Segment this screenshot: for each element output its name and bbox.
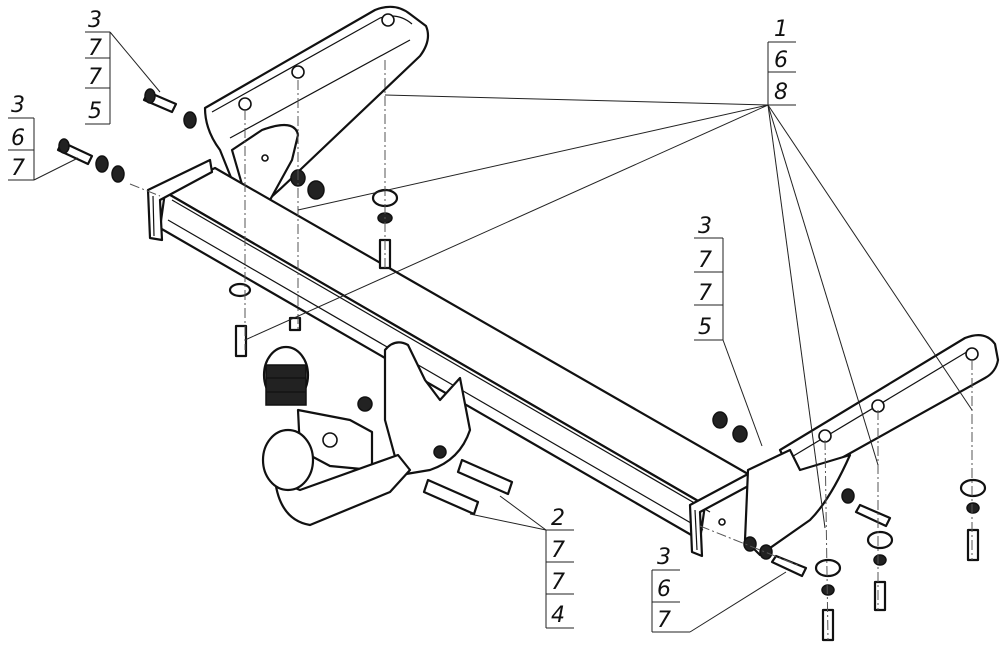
bracket-hole <box>381 13 395 27</box>
callout-value: 3 <box>698 214 712 239</box>
callout-value: 3 <box>88 8 102 33</box>
callout-value: 7 <box>551 570 565 595</box>
callout-value: 3 <box>657 545 671 570</box>
bracket-hole <box>965 347 979 361</box>
callout-top-left-upper: 3 7 7 5 <box>85 8 111 125</box>
callout-value: 4 <box>551 603 565 628</box>
callout-value: 2 <box>551 506 565 531</box>
left-mounting-bracket <box>203 5 430 217</box>
callout-value: 7 <box>698 281 712 306</box>
callout-value: 7 <box>698 248 712 273</box>
callout-bottom-center: 2 7 7 4 <box>545 506 574 629</box>
callout-value: 3 <box>11 93 25 118</box>
callout-value: 1 <box>774 17 788 42</box>
callout-value: 5 <box>698 315 712 340</box>
right-mounting-bracket <box>718 333 1000 557</box>
leader-lines <box>33 31 973 633</box>
callout-top-right: 1 6 8 <box>767 17 796 106</box>
callout-value: 7 <box>657 608 671 633</box>
callout-value: 6 <box>774 48 788 73</box>
callout-value: 7 <box>11 156 25 181</box>
main-crossbar <box>146 158 757 558</box>
callout-value: 6 <box>657 577 671 602</box>
bracket-hole <box>291 65 305 79</box>
axis-lines <box>129 60 973 641</box>
tow-ball <box>261 428 315 492</box>
bracket-hole <box>238 97 252 111</box>
callout-value: 5 <box>88 99 102 124</box>
callout-value: 7 <box>88 65 102 90</box>
fasteners <box>56 88 987 642</box>
callout-bottom-right: 3 6 7 <box>651 545 690 633</box>
callout-value: 6 <box>11 126 25 151</box>
callout-top-left-lower: 3 6 7 <box>8 93 35 181</box>
callout-right-middle: 3 7 7 5 <box>694 214 724 341</box>
callout-value: 7 <box>88 36 102 61</box>
ball-mount-assembly <box>261 341 472 527</box>
callout-value: 8 <box>774 80 788 105</box>
callout-value: 7 <box>551 538 565 563</box>
